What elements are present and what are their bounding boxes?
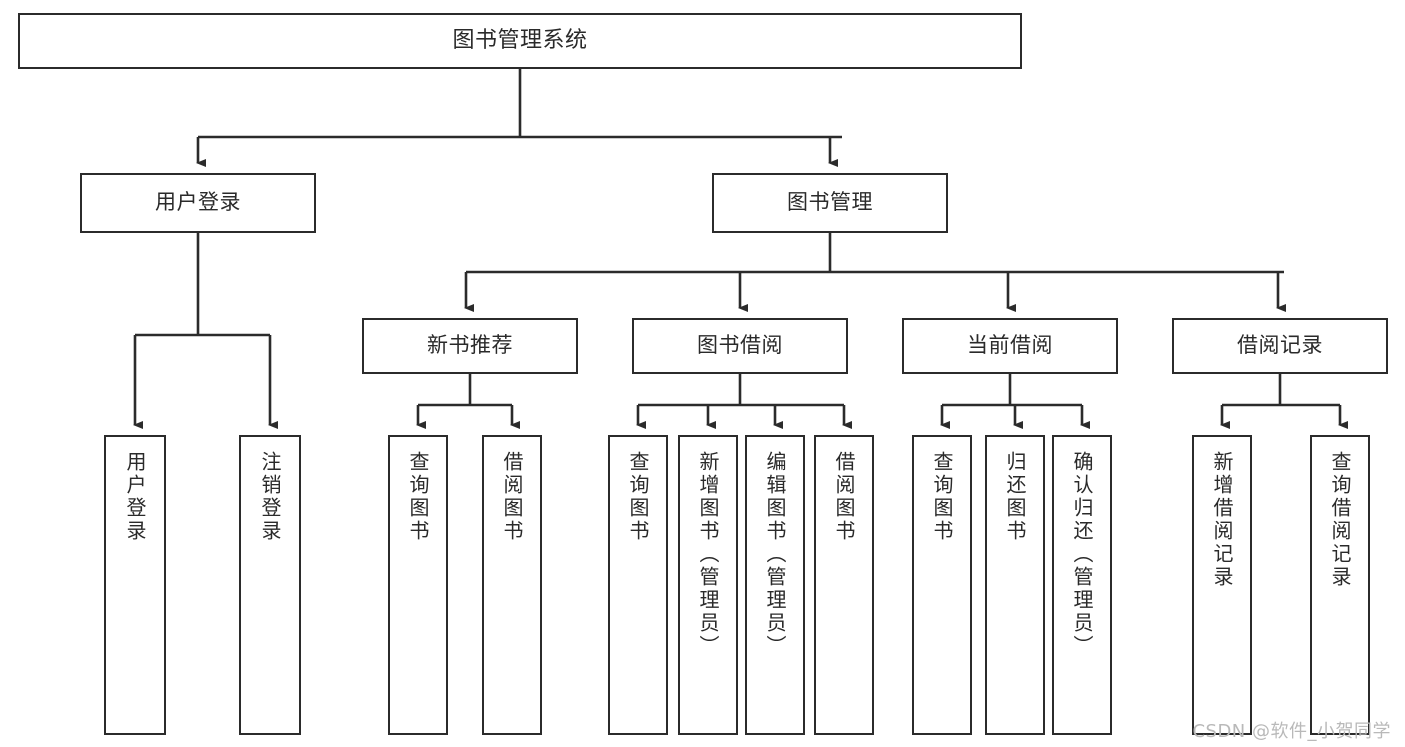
node-leaf-user-login[interactable]: 用户登录 [104, 435, 166, 735]
node-leaf-add-book-admin[interactable]: 新增图书（管理员） [678, 435, 738, 735]
node-leaf-user-login-label: 用户登录 [123, 451, 147, 543]
node-leaf-borrow-book-2[interactable]: 借阅图书 [814, 435, 874, 735]
node-book-borrow-label: 图书借阅 [697, 333, 783, 358]
node-new-book-recommend-label: 新书推荐 [427, 333, 513, 358]
node-leaf-edit-book-admin[interactable]: 编辑图书（管理员） [745, 435, 805, 735]
node-leaf-query-book-2[interactable]: 查询图书 [608, 435, 668, 735]
node-book-borrow[interactable]: 图书借阅 [632, 318, 848, 374]
node-leaf-return-book-label: 归还图书 [1003, 451, 1027, 543]
node-book-management-label: 图书管理 [787, 190, 873, 215]
node-user-login[interactable]: 用户登录 [80, 173, 316, 233]
node-leaf-query-book-3[interactable]: 查询图书 [912, 435, 972, 735]
node-new-book-recommend[interactable]: 新书推荐 [362, 318, 578, 374]
node-leaf-confirm-return-admin-label: 确认归还（管理员） [1070, 451, 1094, 658]
node-leaf-return-book[interactable]: 归还图书 [985, 435, 1045, 735]
node-root-label: 图书管理系统 [452, 28, 588, 54]
node-current-borrow[interactable]: 当前借阅 [902, 318, 1118, 374]
node-leaf-query-borrow-record[interactable]: 查询借阅记录 [1310, 435, 1370, 735]
node-leaf-query-book-2-label: 查询图书 [626, 451, 650, 543]
node-leaf-borrow-book-2-label: 借阅图书 [832, 451, 856, 543]
node-leaf-confirm-return-admin[interactable]: 确认归还（管理员） [1052, 435, 1112, 735]
node-leaf-query-borrow-record-label: 查询借阅记录 [1328, 451, 1352, 589]
node-leaf-logout-login-label: 注销登录 [258, 451, 282, 543]
node-leaf-borrow-book-1-label: 借阅图书 [500, 451, 524, 543]
node-leaf-borrow-book-1[interactable]: 借阅图书 [482, 435, 542, 735]
node-leaf-add-book-admin-label: 新增图书（管理员） [696, 451, 720, 658]
node-leaf-add-borrow-record[interactable]: 新增借阅记录 [1192, 435, 1252, 735]
node-leaf-query-book-1-label: 查询图书 [406, 451, 430, 543]
node-borrow-record-label: 借阅记录 [1237, 333, 1323, 358]
node-leaf-edit-book-admin-label: 编辑图书（管理员） [763, 451, 787, 658]
node-borrow-record[interactable]: 借阅记录 [1172, 318, 1388, 374]
node-leaf-query-book-3-label: 查询图书 [930, 451, 954, 543]
node-book-management[interactable]: 图书管理 [712, 173, 948, 233]
node-leaf-add-borrow-record-label: 新增借阅记录 [1210, 451, 1234, 589]
node-leaf-logout-login[interactable]: 注销登录 [239, 435, 301, 735]
node-root[interactable]: 图书管理系统 [18, 13, 1022, 69]
node-user-login-label: 用户登录 [155, 190, 241, 215]
node-current-borrow-label: 当前借阅 [967, 333, 1053, 358]
node-leaf-query-book-1[interactable]: 查询图书 [388, 435, 448, 735]
